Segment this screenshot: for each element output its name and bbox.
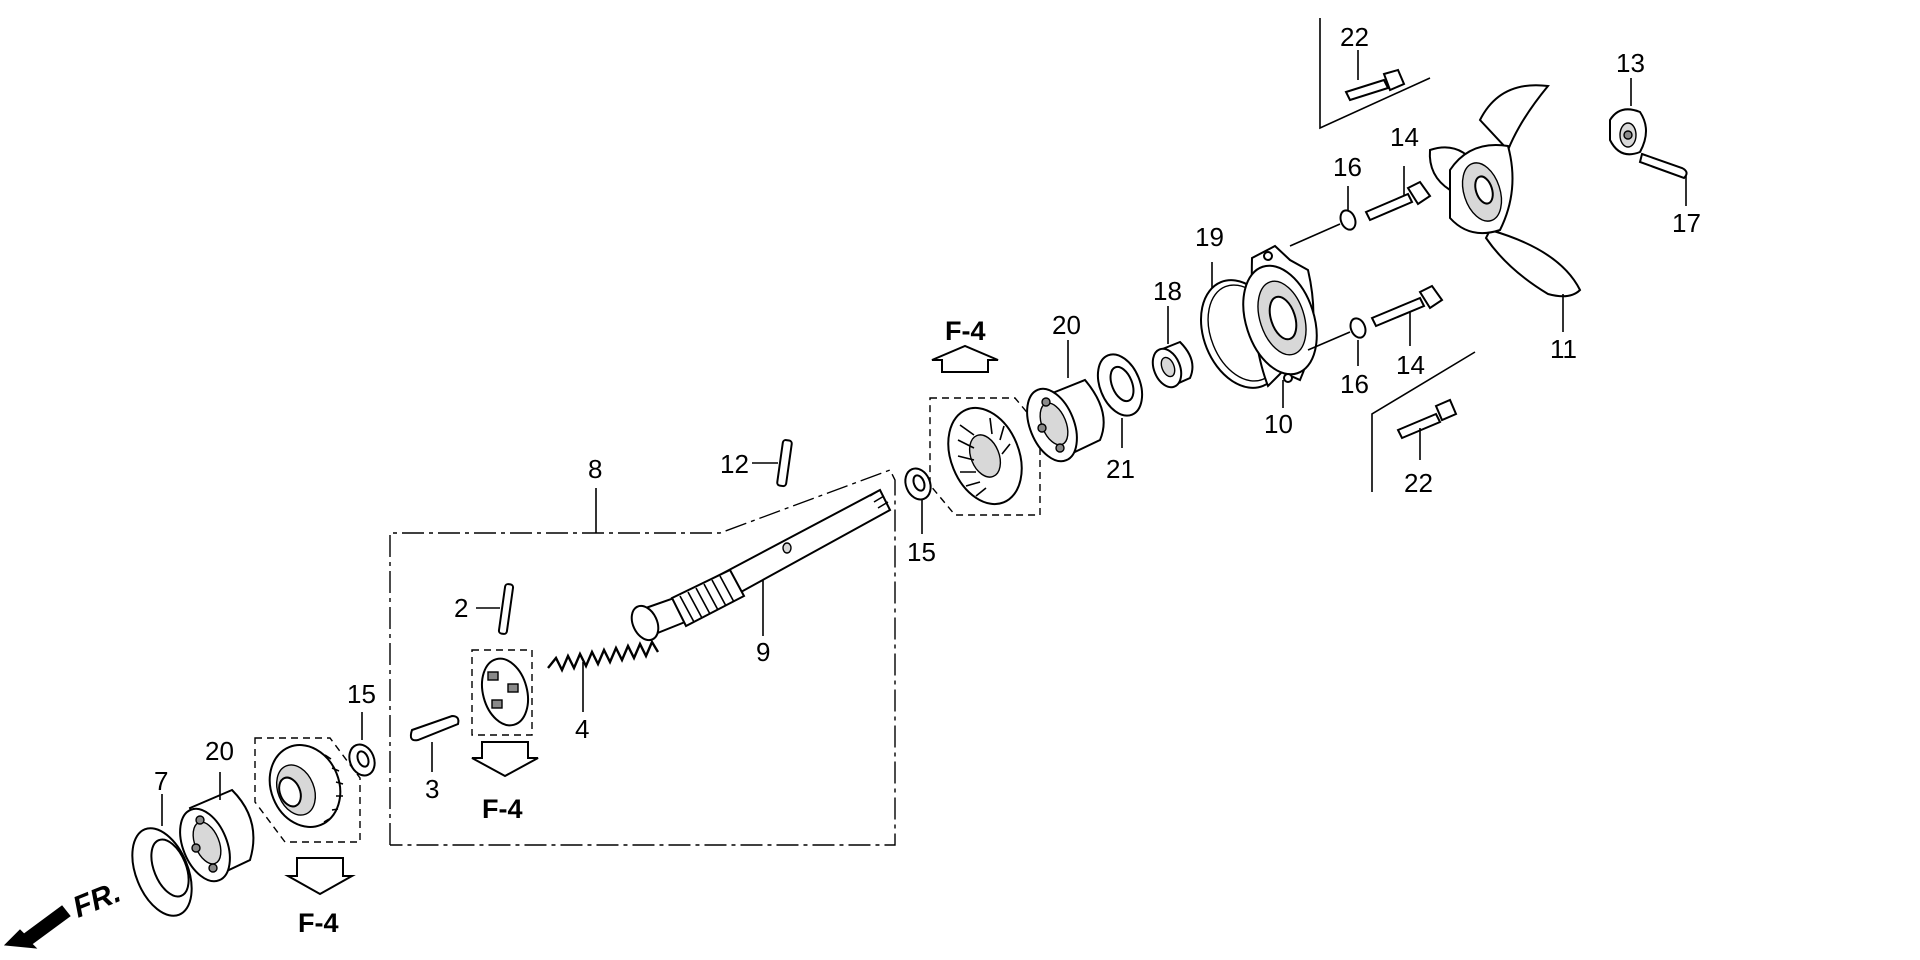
callout-14a: 14 xyxy=(1390,122,1419,152)
propeller-part xyxy=(1428,84,1582,332)
callout-4: 4 xyxy=(575,714,589,744)
callout-16a: 16 xyxy=(1333,152,1362,182)
reference-label-middle: F-4 xyxy=(482,794,523,824)
callout-7: 7 xyxy=(154,766,168,796)
callout-12: 12 xyxy=(720,449,749,479)
callout-14b: 14 xyxy=(1396,350,1425,380)
washer-upper-part xyxy=(904,467,932,534)
clutch-dog-part xyxy=(471,649,533,736)
washer-lower-part xyxy=(348,712,376,777)
thrust-washer-part xyxy=(1096,353,1144,448)
callout-22a: 22 xyxy=(1340,22,1369,52)
spring-pin-part xyxy=(476,583,515,635)
return-spring-part xyxy=(547,639,660,712)
bearing-holder-part xyxy=(1242,244,1318,408)
callout-13: 13 xyxy=(1616,48,1645,78)
callout-15a: 15 xyxy=(347,679,376,709)
assembly-group-outline xyxy=(389,469,896,846)
callout-17: 17 xyxy=(1672,208,1701,238)
reference-arrow-down-lower xyxy=(284,857,356,896)
reference-label-top: F-4 xyxy=(945,316,986,346)
callout-21: 21 xyxy=(1106,454,1135,484)
washer-16-upper-part xyxy=(1289,186,1357,247)
bolt-group-bracket-lower xyxy=(1371,351,1476,492)
callout-2: 2 xyxy=(454,593,468,623)
callout-3: 3 xyxy=(425,774,439,804)
propeller-shaft-part xyxy=(630,488,892,642)
reference-arrow-down-middle xyxy=(471,741,539,778)
reference-arrow-up xyxy=(931,344,999,373)
bolt-22-lower-part xyxy=(1396,398,1458,460)
callout-10: 10 xyxy=(1264,409,1293,439)
washer-16-lower-part xyxy=(1307,317,1367,366)
shaft-pin-part xyxy=(752,439,793,488)
bolt-group-bracket-upper xyxy=(1319,18,1431,130)
callout-15b: 15 xyxy=(907,537,936,567)
callout-20a: 20 xyxy=(205,736,234,766)
bolt-22-upper-part xyxy=(1344,50,1406,102)
callout-9: 9 xyxy=(756,637,770,667)
seal-ring-part xyxy=(131,794,193,917)
front-direction-label: FR. xyxy=(68,876,125,925)
callout-19: 19 xyxy=(1195,222,1224,252)
bolt-14-upper-part xyxy=(1364,166,1432,222)
bevel-gear-upper-part xyxy=(929,397,1041,516)
callout-22b: 22 xyxy=(1404,468,1433,498)
bolt-14-lower-part xyxy=(1370,284,1444,346)
front-direction-arrow xyxy=(3,905,71,949)
reference-label-bottom: F-4 xyxy=(298,908,339,938)
oil-seal-part xyxy=(1151,306,1194,389)
cotter-pin-part xyxy=(1638,152,1688,206)
callout-16b: 16 xyxy=(1340,369,1369,399)
callout-18: 18 xyxy=(1153,276,1182,306)
ball-bearing-lower-part xyxy=(179,772,255,883)
drive-gear-lower-part xyxy=(254,737,361,843)
callout-20b: 20 xyxy=(1052,310,1081,340)
ball-bearing-upper-part xyxy=(1026,340,1105,463)
propeller-nut-part xyxy=(1609,78,1647,156)
callout-8: 8 xyxy=(588,454,602,484)
callout-11: 11 xyxy=(1550,334,1577,364)
cross-pin-part xyxy=(409,714,460,772)
